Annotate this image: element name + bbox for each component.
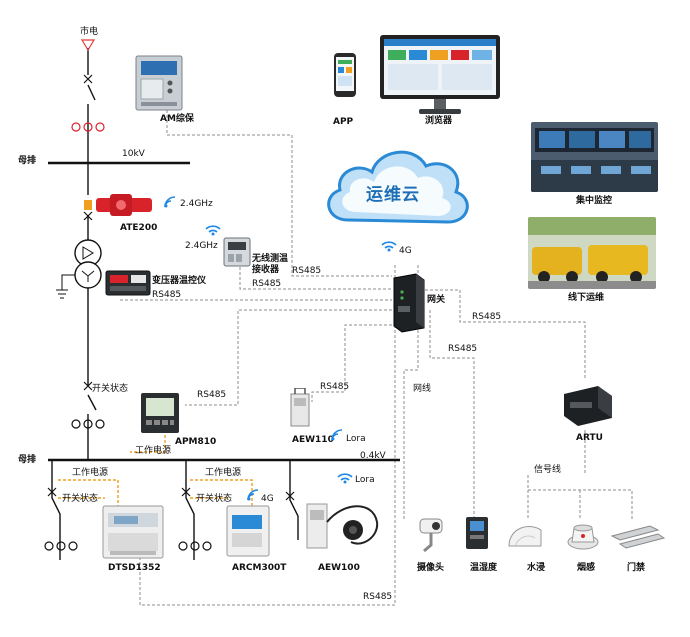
grid-antenna-icon bbox=[80, 39, 96, 52]
smoke-detector-icon bbox=[567, 524, 599, 550]
switch-state-label-2: 开关状态 bbox=[62, 494, 99, 504]
temp-humidity-sensor-icon bbox=[466, 517, 488, 549]
apm810-meter-icon bbox=[141, 393, 179, 433]
apm810-label: APM810 bbox=[175, 437, 217, 447]
lora-label-1: Lora bbox=[346, 434, 366, 444]
arcm300t-label: ARCM300T bbox=[232, 563, 287, 573]
offline-ops-photo bbox=[528, 217, 656, 289]
work-power-label-3: 工作电源 bbox=[205, 468, 242, 478]
transformer-ctrl-label: 变压器温控仪 bbox=[152, 276, 207, 286]
work-power-label-1: 工作电源 bbox=[135, 446, 172, 456]
work-power-lines bbox=[58, 435, 253, 518]
wifi-icon-gateway bbox=[381, 241, 397, 252]
aew110-device-icon bbox=[290, 388, 310, 427]
ghz-label-1: 2.4GHz bbox=[180, 199, 213, 209]
water-leak-sensor-icon bbox=[508, 526, 542, 547]
offline-ops-label: 线下运维 bbox=[568, 293, 605, 303]
signal-line-label: 信号线 bbox=[534, 465, 562, 475]
rs485-bottom-label: RS485 bbox=[363, 592, 393, 602]
work-power-label-2: 工作电源 bbox=[72, 468, 109, 478]
wifi-icon-receiver bbox=[205, 225, 221, 236]
switch-marks bbox=[47, 74, 295, 501]
rs485-apm-label: RS485 bbox=[197, 390, 227, 400]
camera-icon bbox=[419, 518, 443, 553]
wifi-icon-aew110 bbox=[331, 429, 343, 441]
power-lines bbox=[51, 48, 299, 560]
rs485-aew-label: RS485 bbox=[320, 382, 350, 392]
aew110-label: AEW110 bbox=[292, 435, 334, 445]
busbar-top-label: 母排 bbox=[18, 156, 37, 166]
ate200-label: ATE200 bbox=[120, 223, 158, 233]
rs485-receiver-label: RS485 bbox=[292, 266, 322, 276]
rs485-left-label: RS485 bbox=[152, 290, 182, 300]
browser-monitor-icon bbox=[380, 35, 500, 114]
temp-humidity-label: 温湿度 bbox=[470, 563, 498, 573]
gateway-label: 网关 bbox=[427, 295, 446, 305]
app-phone-icon bbox=[334, 53, 356, 97]
wifi-icon-aew100 bbox=[337, 473, 353, 484]
switch-state-label-3: 开关状态 bbox=[196, 494, 233, 504]
city-power-label: 市电 bbox=[80, 27, 99, 37]
ate-contact-marker bbox=[84, 200, 92, 210]
camera-label: 摄像头 bbox=[417, 563, 445, 573]
kv04-label: 0.4kV bbox=[360, 451, 386, 461]
browser-label: 浏览器 bbox=[425, 116, 453, 126]
wireless-receiver-label-1: 无线测温 bbox=[252, 254, 289, 264]
rs485-ctrl-label: RS485 bbox=[252, 279, 282, 289]
ct-symbols-apm bbox=[44, 419, 212, 551]
gateway-device-icon bbox=[393, 273, 425, 333]
wifi-icon-ate bbox=[164, 196, 176, 208]
dtsd1352-meter-icon bbox=[102, 505, 164, 559]
communication-lines bbox=[120, 110, 633, 606]
ghz-label-2: 2.4GHz bbox=[185, 241, 218, 251]
switch-state-label-1: 开关状态 bbox=[92, 384, 129, 394]
transformer-ctrl-device-icon bbox=[105, 270, 151, 296]
arcm300t-device-icon bbox=[226, 505, 270, 557]
gateway-4g-label: 4G bbox=[399, 246, 412, 256]
central-monitor-photo bbox=[531, 122, 658, 192]
ct-symbols-top bbox=[71, 122, 105, 132]
ops-cloud-icon bbox=[327, 150, 469, 224]
rs485-r2-label: RS485 bbox=[448, 344, 478, 354]
door-label: 门禁 bbox=[627, 563, 646, 573]
lora-label-2: Lora bbox=[355, 475, 375, 485]
app-label: APP bbox=[333, 117, 354, 127]
busbar-bottom-label: 母排 bbox=[18, 455, 37, 465]
transformer-symbol bbox=[56, 239, 102, 299]
ate200-sensor-icon bbox=[96, 194, 152, 216]
network-cable-label: 网线 bbox=[413, 384, 432, 394]
wifi-icon-arcm bbox=[247, 489, 259, 501]
cloud-label: 运维云 bbox=[366, 185, 420, 205]
arcm-4g-label: 4G bbox=[261, 494, 274, 504]
water-leak-label: 水浸 bbox=[527, 563, 546, 573]
rs485-r1-label: RS485 bbox=[472, 312, 502, 322]
am-protection-label: AM综保 bbox=[160, 114, 194, 124]
am-protection-device-icon bbox=[135, 55, 183, 111]
switch-mark-ate bbox=[83, 211, 93, 221]
smoke-label: 烟感 bbox=[577, 563, 596, 573]
kv10-label: 10kV bbox=[122, 149, 145, 159]
wireless-receiver-label-2: 接收器 bbox=[252, 265, 280, 275]
dtsd1352-label: DTSD1352 bbox=[108, 563, 161, 573]
artu-label: ARTU bbox=[576, 433, 603, 443]
aew100-device-icon bbox=[306, 503, 379, 549]
aew100-label: AEW100 bbox=[318, 563, 360, 573]
artu-device-icon bbox=[564, 386, 612, 426]
central-monitor-label: 集中监控 bbox=[576, 196, 613, 206]
door-access-sensor-icon bbox=[610, 525, 666, 549]
wireless-receiver-device-icon bbox=[223, 237, 251, 267]
